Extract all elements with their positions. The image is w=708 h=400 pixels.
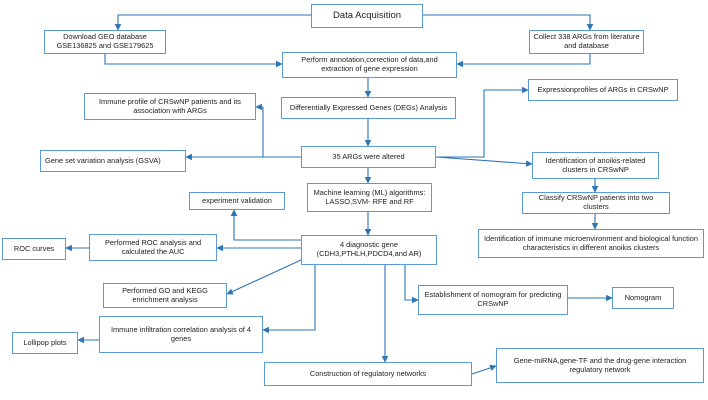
connector-11 [435,156,533,167]
connector-10 [436,86,529,158]
data-acquisition-box: Data Acquisition [311,4,423,28]
expression-profiles-label: Expressionprofiles of ARGs in CRSwNP [537,84,669,94]
diagnostic-gene-label: 4 diagnostic gene (CDH3,PTHLH,PDCD4,and … [316,240,422,258]
connector-19 [226,259,302,295]
nomogram-est-box: Establishment of nomogram for predicting… [418,285,568,315]
regulatory-box: Construction of regulatory networks [264,362,472,386]
connector-22 [262,265,316,334]
connector-2 [423,14,594,31]
roc-curves-box: ROC curves [2,238,66,260]
immune-micro-box: Identification of immune microenvironmen… [478,229,704,258]
anoikis-clusters-box: Identification of anoikis-related cluste… [532,152,659,179]
data-acquisition-label: Data Acquisition [332,10,402,22]
connector-20 [404,265,419,304]
roc-curves-label: ROC curves [13,243,55,253]
download-geo-box: Download GEO database GSE136825 and GSE1… [44,30,166,54]
classify-label: Classify CRSwNP patients into two cluste… [538,193,654,211]
ml-label: Machine learning (ML) algorithms: LASSO,… [313,187,426,206]
immune-profile-box: Immune profile of CRSwNP patients and it… [84,93,256,120]
connector-1 [114,14,311,31]
classify-box: Classify CRSwNP patients into two cluste… [522,192,670,214]
immune-infiltration-box: Immune infiltration correlation analysis… [99,316,263,353]
gsva-box: Gene set variation analysis (GSVA) [40,150,186,172]
gene-mirna-label: Gene-miRNA,gene-TF and the drug-gene int… [513,355,687,374]
gsva-label: Gene set variation analysis (GSVA) [45,155,161,165]
lollipop-label: Lollipop plots [23,337,67,347]
go-kegg-label: Performed GO and KEGG enrichment analysi… [122,285,208,304]
nomogram-box: Nomogram [612,287,674,309]
collect-args-label: Collect 338 ARGs from literature and dat… [533,32,640,50]
gene-mirna-box: Gene-miRNA,gene-TF and the drug-gene int… [496,348,704,383]
regulatory-label: Construction of regulatory networks [309,368,427,378]
diagnostic-gene-box: 4 diagnostic gene (CDH3,PTHLH,PDCD4,and … [301,235,437,265]
args-altered-box: 35 ARGs were altered [301,146,436,168]
connector-3 [104,54,283,68]
anoikis-clusters-label: Identification of anoikis-related cluste… [545,155,646,174]
immune-infiltration-label: Immune infiltration correlation analysis… [110,324,252,343]
degs-box: Differentially Expressed Genes (DEGs) An… [281,97,456,119]
roc-analysis-label: Performed ROC analysis and calculated th… [104,237,202,256]
collect-args-box: Collect 338 ARGs from literature and dat… [529,30,644,54]
nomogram-est-label: Establishment of nomogram for predicting… [424,290,562,308]
connector-25 [471,364,497,375]
immune-profile-label: Immune profile of CRSwNP patients and it… [99,96,241,115]
connector-16 [230,209,301,241]
expression-profiles-box: Expressionprofiles of ARGs in CRSwNP [528,79,678,101]
annotation-box: Perform annotation,correction of data,an… [282,52,457,78]
download-geo-label: Download GEO database GSE136825 and GSE1… [56,32,154,50]
annotation-label: Perform annotation,correction of data,an… [301,55,438,73]
connector-4 [456,54,591,68]
go-kegg-box: Performed GO and KEGG enrichment analysi… [103,283,227,308]
roc-analysis-box: Performed ROC analysis and calculated th… [89,234,217,261]
experiment-validation-label: experiment validation [202,195,272,205]
ml-box: Machine learning (ML) algorithms: LASSO,… [307,183,432,212]
nomogram-label: Nomogram [624,292,662,302]
lollipop-box: Lollipop plots [12,332,78,354]
args-altered-label: 35 ARGs were altered [332,151,405,161]
immune-micro-label: Identification of immune microenvironmen… [483,233,699,252]
experiment-validation-box: experiment validation [189,192,285,210]
degs-label: Differentially Expressed Genes (DEGs) An… [289,102,448,112]
